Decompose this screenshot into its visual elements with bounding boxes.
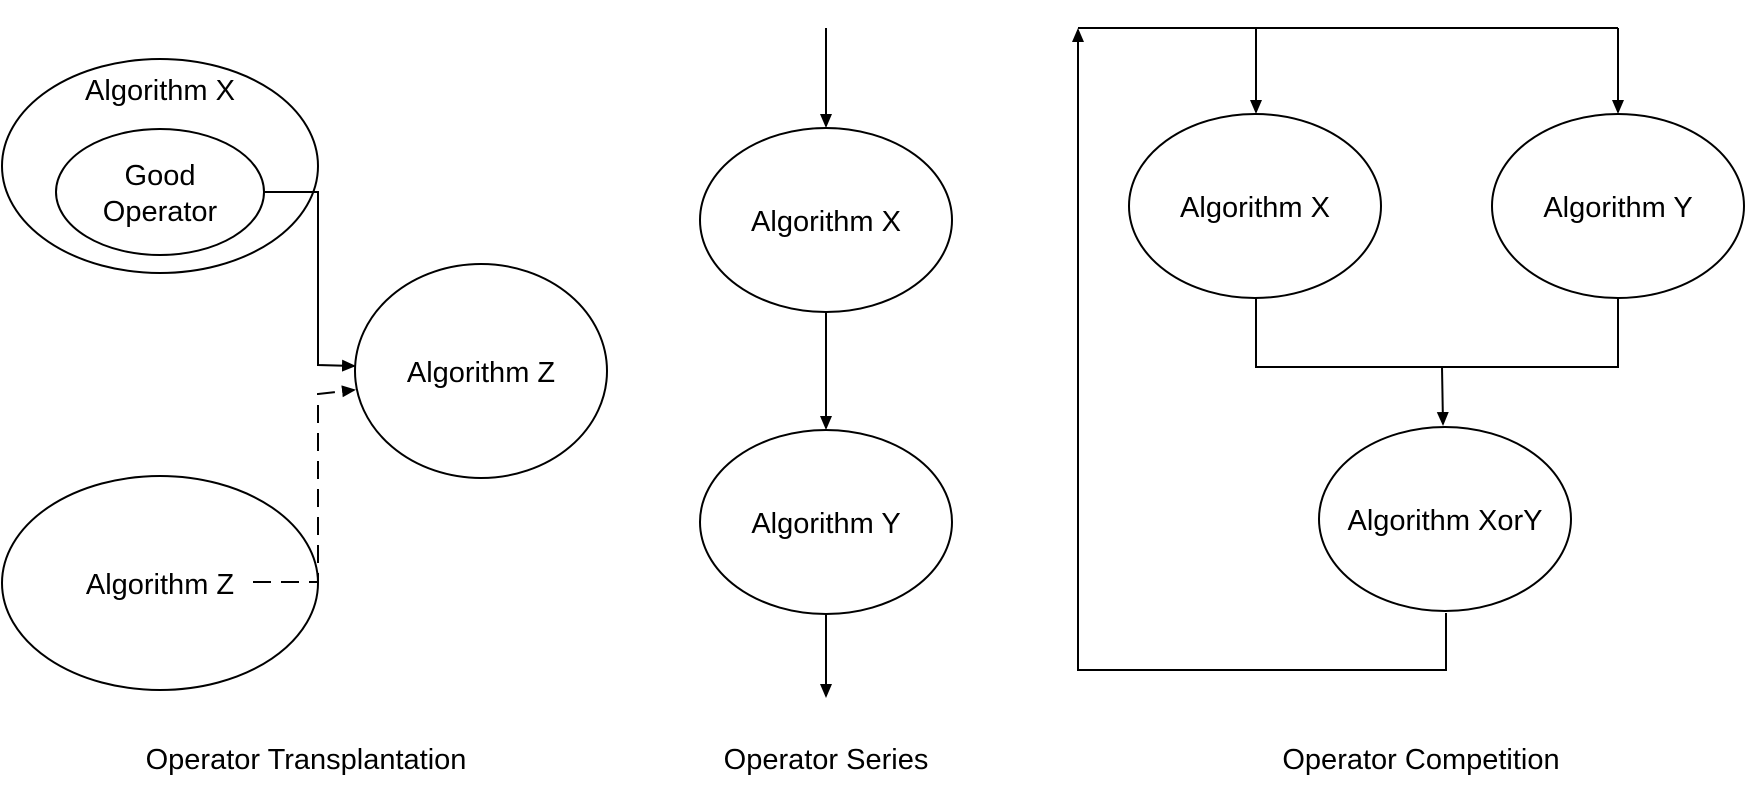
algorithm-z-target-label: Algorithm Z <box>407 357 555 389</box>
caption-operator-competition: Operator Competition <box>1282 744 1559 776</box>
competition-merge-to-result-edge <box>1436 366 1449 426</box>
algorithm-x-outer-node[interactable] <box>1 58 319 274</box>
algorithm-z-source-label: Algorithm Z <box>86 569 234 601</box>
competition-algorithm-xory-label: Algorithm XorY <box>1347 505 1542 537</box>
good-operator-node[interactable] <box>55 128 265 256</box>
series-algorithm-x-label: Algorithm X <box>751 206 901 238</box>
competition-algorithm-y-label: Algorithm Y <box>1543 192 1692 224</box>
competition-merge-edge <box>1255 298 1619 368</box>
series-algorithm-y-label: Algorithm Y <box>751 508 900 540</box>
competition-section: Algorithm X Algorithm Y Algorithm XorY O… <box>1072 27 1745 776</box>
good-operator-label-line2: Operator <box>103 196 218 228</box>
caption-operator-transplantation: Operator Transplantation <box>146 744 467 776</box>
transplant-good-operator-edge <box>264 191 356 372</box>
competition-algorithm-x-label: Algorithm X <box>1180 192 1330 224</box>
caption-operator-series: Operator Series <box>724 744 929 776</box>
good-operator-label-line1: Good <box>125 160 196 192</box>
transplant-algorithm-z-dashed-edge <box>253 385 356 583</box>
transplantation-section: Algorithm X Good Operator Algorithm Z Al… <box>1 58 608 776</box>
competition-feedback-loop-edge <box>1072 28 1447 671</box>
series-section: Algorithm X Algorithm Y Operator Series <box>699 28 953 776</box>
algorithm-x-outer-label: Algorithm X <box>85 75 235 107</box>
competition-algorithm-xory-node[interactable] <box>1318 426 1572 612</box>
